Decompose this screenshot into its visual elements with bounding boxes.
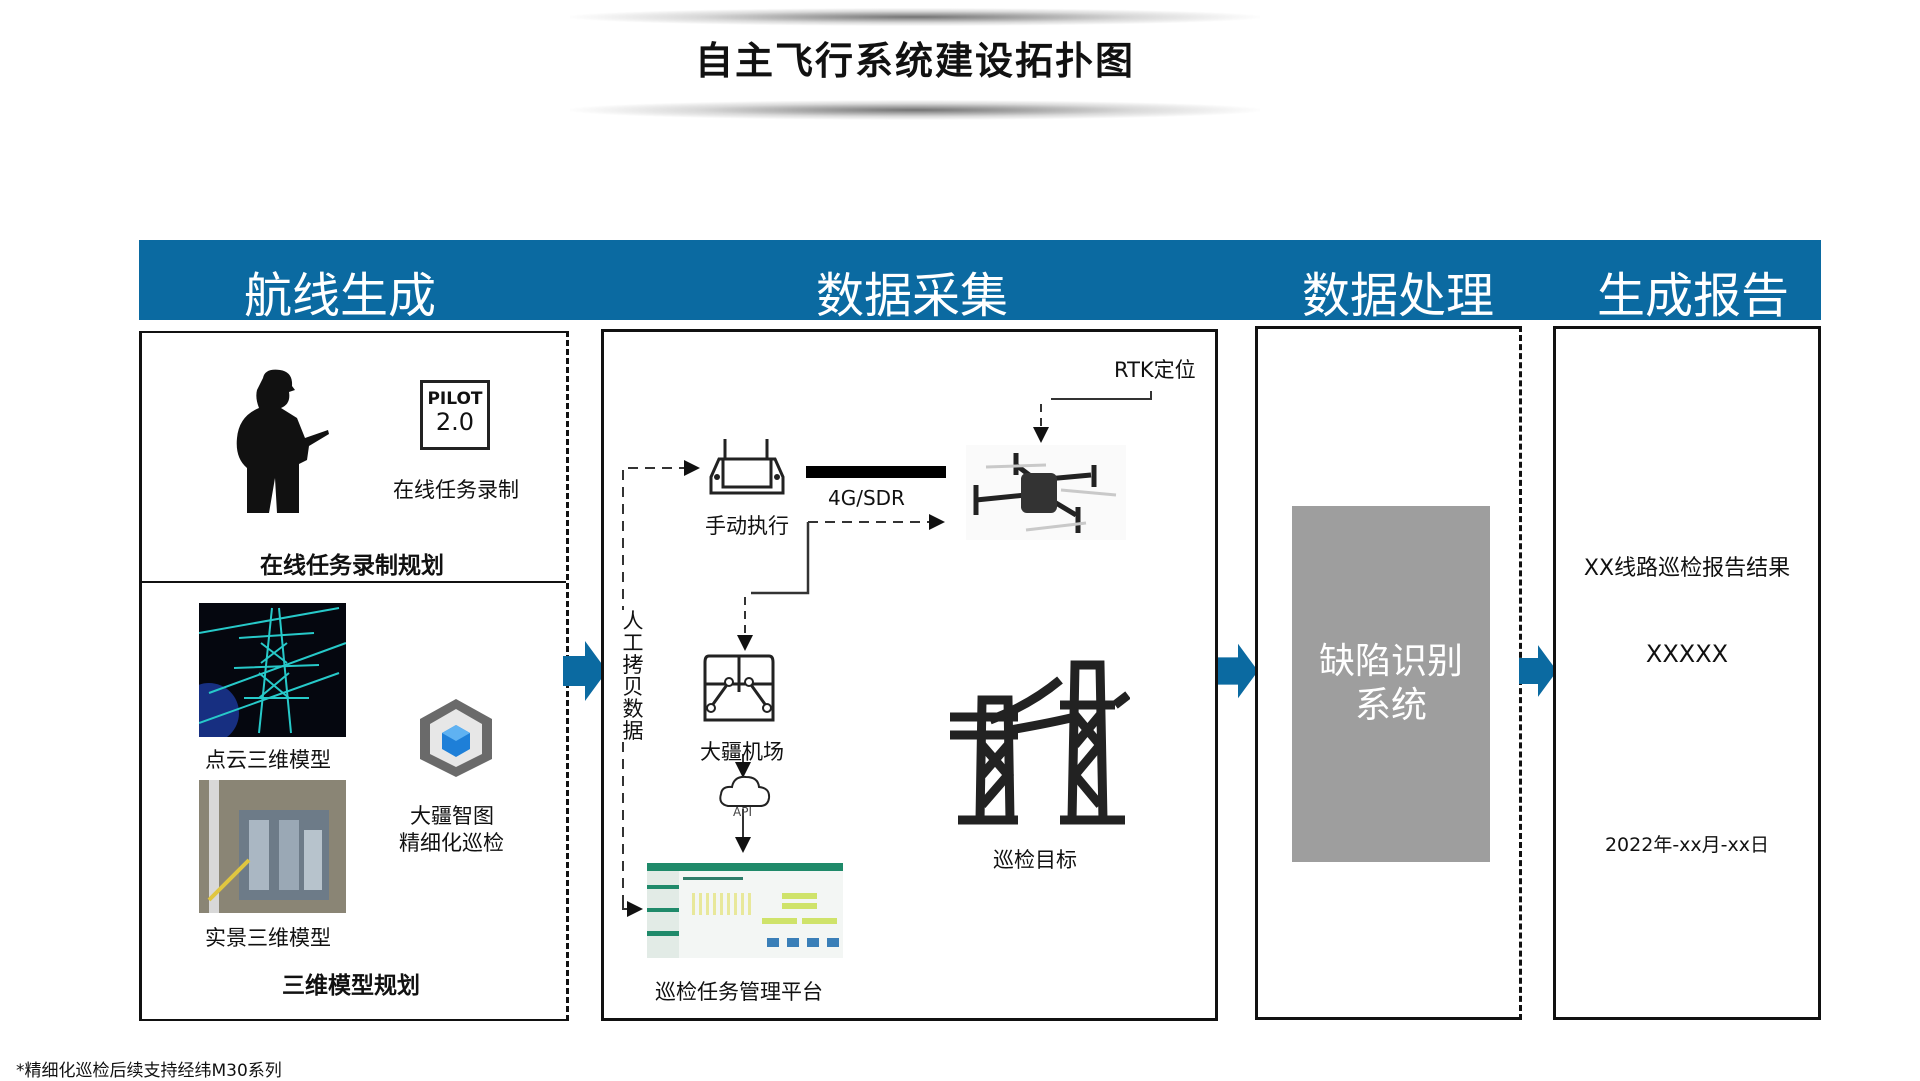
flow-arrow-icon [1519, 645, 1557, 697]
pilot-badge-version: 2.0 [435, 408, 475, 436]
phase-data-processing: 数据处理 [1302, 268, 1495, 324]
dock-caption: 大疆机场 [700, 740, 784, 764]
defect-recognition-system: 缺陷识别 系统 [1292, 506, 1490, 862]
page-title: 自主飞行系统建设拓扑图 [694, 38, 1135, 83]
system-name-line1: 缺陷识别 [1318, 641, 1463, 682]
footnote: *精细化巡检后续支持经纬M30系列 [16, 1061, 282, 1081]
rtk-label: RTK定位 [1114, 358, 1196, 382]
point-cloud-caption: 点云三维模型 [205, 748, 331, 772]
report-title: XX线路巡检报告结果 [1583, 556, 1791, 581]
real-scene-caption: 实景三维模型 [205, 926, 331, 950]
phase-report: 生成报告 [1597, 268, 1790, 324]
online-mission-section-title: 在线任务录制规划 [260, 553, 444, 579]
3d-model-section-title: 三维模型规划 [282, 973, 420, 999]
title-shadow-bottom [570, 100, 1260, 120]
mission-platform-screenshot [647, 863, 843, 958]
terra-caption-line2: 精细化巡检 [399, 831, 504, 855]
flow-arrow-icon [563, 641, 607, 701]
system-name-line2: 系统 [1354, 685, 1427, 726]
report-body: XXXXX [1645, 640, 1729, 668]
manual-copy-label: 人工拷贝数据 [621, 609, 645, 743]
report-panel [1553, 326, 1821, 1020]
target-caption: 巡检目标 [993, 848, 1077, 872]
phase-route-generation: 航线生成 [244, 268, 437, 324]
drone-image [966, 445, 1126, 540]
api-label: API [733, 805, 752, 819]
point-cloud-model-image [199, 603, 346, 737]
terra-caption-line1: 大疆智图 [410, 804, 494, 828]
phase-header-bar [139, 240, 1821, 320]
platform-caption: 巡检任务管理平台 [655, 980, 823, 1004]
data-collection-connectors [622, 391, 1152, 917]
route-panel-divider [141, 581, 566, 583]
link-label: 4G/SDR [828, 486, 905, 510]
pilot-app-badge: PILOT 2.0 [420, 380, 490, 450]
transmission-tower-icon [950, 660, 1130, 825]
title-shadow-top [570, 8, 1260, 26]
pilot-badge-text: PILOT [427, 389, 483, 409]
route-generation-panel [139, 331, 569, 1021]
remote-caption: 手动执行 [705, 514, 789, 538]
report-date: 2022年-xx月-xx日 [1604, 834, 1770, 856]
api-cloud-icon [719, 775, 771, 807]
phase-data-collection: 数据采集 [816, 268, 1009, 324]
worker-silhouette-icon [236, 369, 329, 513]
dji-dock-icon [703, 654, 775, 722]
real-scene-model-image [199, 780, 346, 913]
data-processing-panel [1255, 326, 1520, 1020]
pilot-caption: 在线任务录制 [393, 478, 519, 502]
flow-arrow-icon [1218, 643, 1258, 699]
dji-terra-icon [420, 699, 492, 777]
remote-controller-icon [709, 439, 785, 495]
